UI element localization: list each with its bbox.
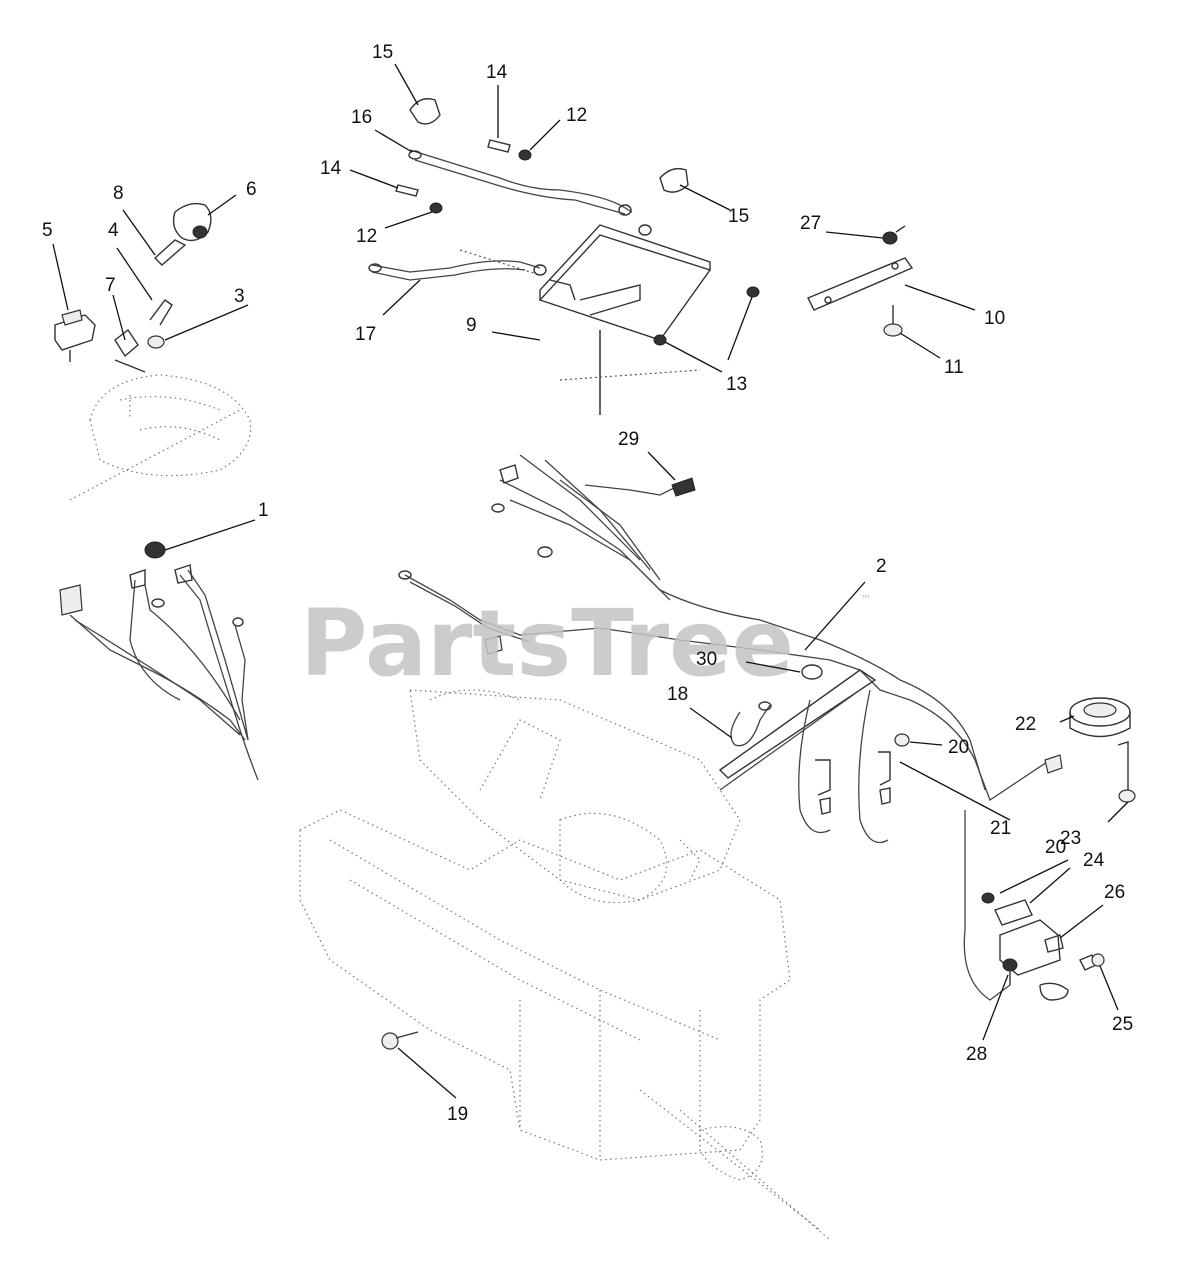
- partstree-watermark: PartsTree ™: [300, 590, 872, 697]
- callout-12: 12: [356, 226, 377, 247]
- callout-21: 21: [990, 818, 1011, 839]
- bolt-part-19: [381, 1031, 419, 1050]
- callout-7: 7: [105, 275, 116, 296]
- callout-14: 14: [486, 62, 508, 83]
- callout-3: 3: [234, 286, 245, 307]
- nut-part-27: [882, 225, 906, 245]
- callout-1: 1: [258, 500, 269, 521]
- callout-10: 10: [984, 308, 1005, 329]
- callout-24: 24: [1083, 850, 1105, 871]
- callout-23: 23: [1060, 828, 1081, 849]
- callout-20: 20: [1045, 837, 1066, 858]
- callout-8: 8: [113, 183, 124, 204]
- callout-29: 29: [618, 429, 639, 450]
- callout-28: 28: [966, 1044, 987, 1065]
- battery-cables-part: [368, 149, 633, 281]
- leader-lines: [52, 63, 1129, 1099]
- callout-19: 19: [447, 1104, 468, 1125]
- battery-strap-part: [807, 257, 914, 311]
- callout-25: 25: [1112, 1014, 1133, 1035]
- svg-text:PartsTree: PartsTree: [300, 590, 794, 697]
- callout-16: 16: [351, 107, 372, 128]
- main-wire-harness-part: [398, 454, 1051, 1001]
- callout-4: 4: [108, 220, 119, 241]
- callout-27: 27: [800, 213, 821, 234]
- j-bolt-part: [883, 305, 903, 337]
- svg-text:™: ™: [860, 593, 872, 607]
- terminal-covers-parts: [409, 98, 689, 193]
- callout-6: 6: [246, 179, 257, 200]
- callout-12: 12: [566, 105, 587, 126]
- battery-plate-part: [459, 224, 712, 415]
- dash-panel-drawing: [69, 374, 252, 501]
- callout-15: 15: [372, 42, 393, 63]
- callout-26: 26: [1104, 882, 1125, 903]
- callout-14: 14: [320, 158, 342, 179]
- callout-17: 17: [355, 324, 376, 345]
- switch-harness-part: [59, 541, 259, 781]
- callout-9: 9: [466, 315, 477, 336]
- safety-switch-parts: [1044, 697, 1136, 803]
- callout-13: 13: [726, 374, 747, 395]
- callout-30: 30: [696, 649, 717, 670]
- callout-2: 2: [876, 556, 887, 577]
- callout-15: 15: [728, 206, 749, 227]
- ignition-switch-group: [54, 202, 212, 373]
- brackets-and-fasteners-parts: [815, 733, 1105, 1001]
- ground-cable-part-18: [730, 701, 772, 747]
- callout-5: 5: [42, 220, 53, 241]
- callout-20: 20: [948, 737, 969, 758]
- tractor-frame-drawing: [299, 689, 831, 1241]
- callout-18: 18: [667, 684, 688, 705]
- bolts-and-nuts-parts: [395, 139, 760, 346]
- callout-11: 11: [944, 357, 964, 378]
- callout-labels: 1 2 3 4 5 6 7 8 9 10 11 12 12 13 14 14 1…: [42, 42, 1133, 1125]
- callout-22: 22: [1015, 714, 1036, 735]
